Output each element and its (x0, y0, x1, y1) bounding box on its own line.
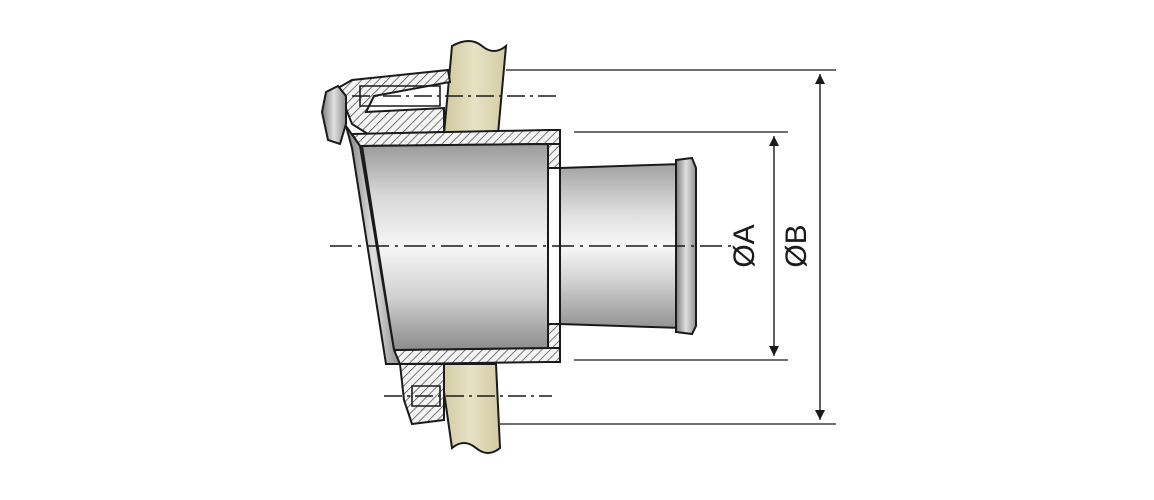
screw-head-upper (359, 85, 441, 107)
dim-a-label: ØA (728, 224, 761, 267)
flange-lower (398, 363, 445, 426)
housing-step-upper (547, 143, 561, 169)
hull-wall-lower (438, 363, 502, 454)
flange-cap (320, 84, 347, 146)
mounting-screw (352, 85, 556, 407)
outer-face-ring (345, 125, 402, 365)
hull-wall-upper (442, 40, 508, 135)
dimension-a: ØA (574, 131, 788, 361)
screw-head-lower (411, 385, 441, 407)
tapered-inlet (360, 142, 549, 352)
dimension-b: ØB (500, 69, 836, 425)
housing-step-lower (547, 323, 561, 349)
hull-wall (438, 40, 508, 454)
flange-upper (336, 68, 452, 136)
hose-spigot (559, 156, 697, 336)
spigot-rim (675, 156, 697, 336)
dim-b-label: ØB (780, 224, 813, 267)
